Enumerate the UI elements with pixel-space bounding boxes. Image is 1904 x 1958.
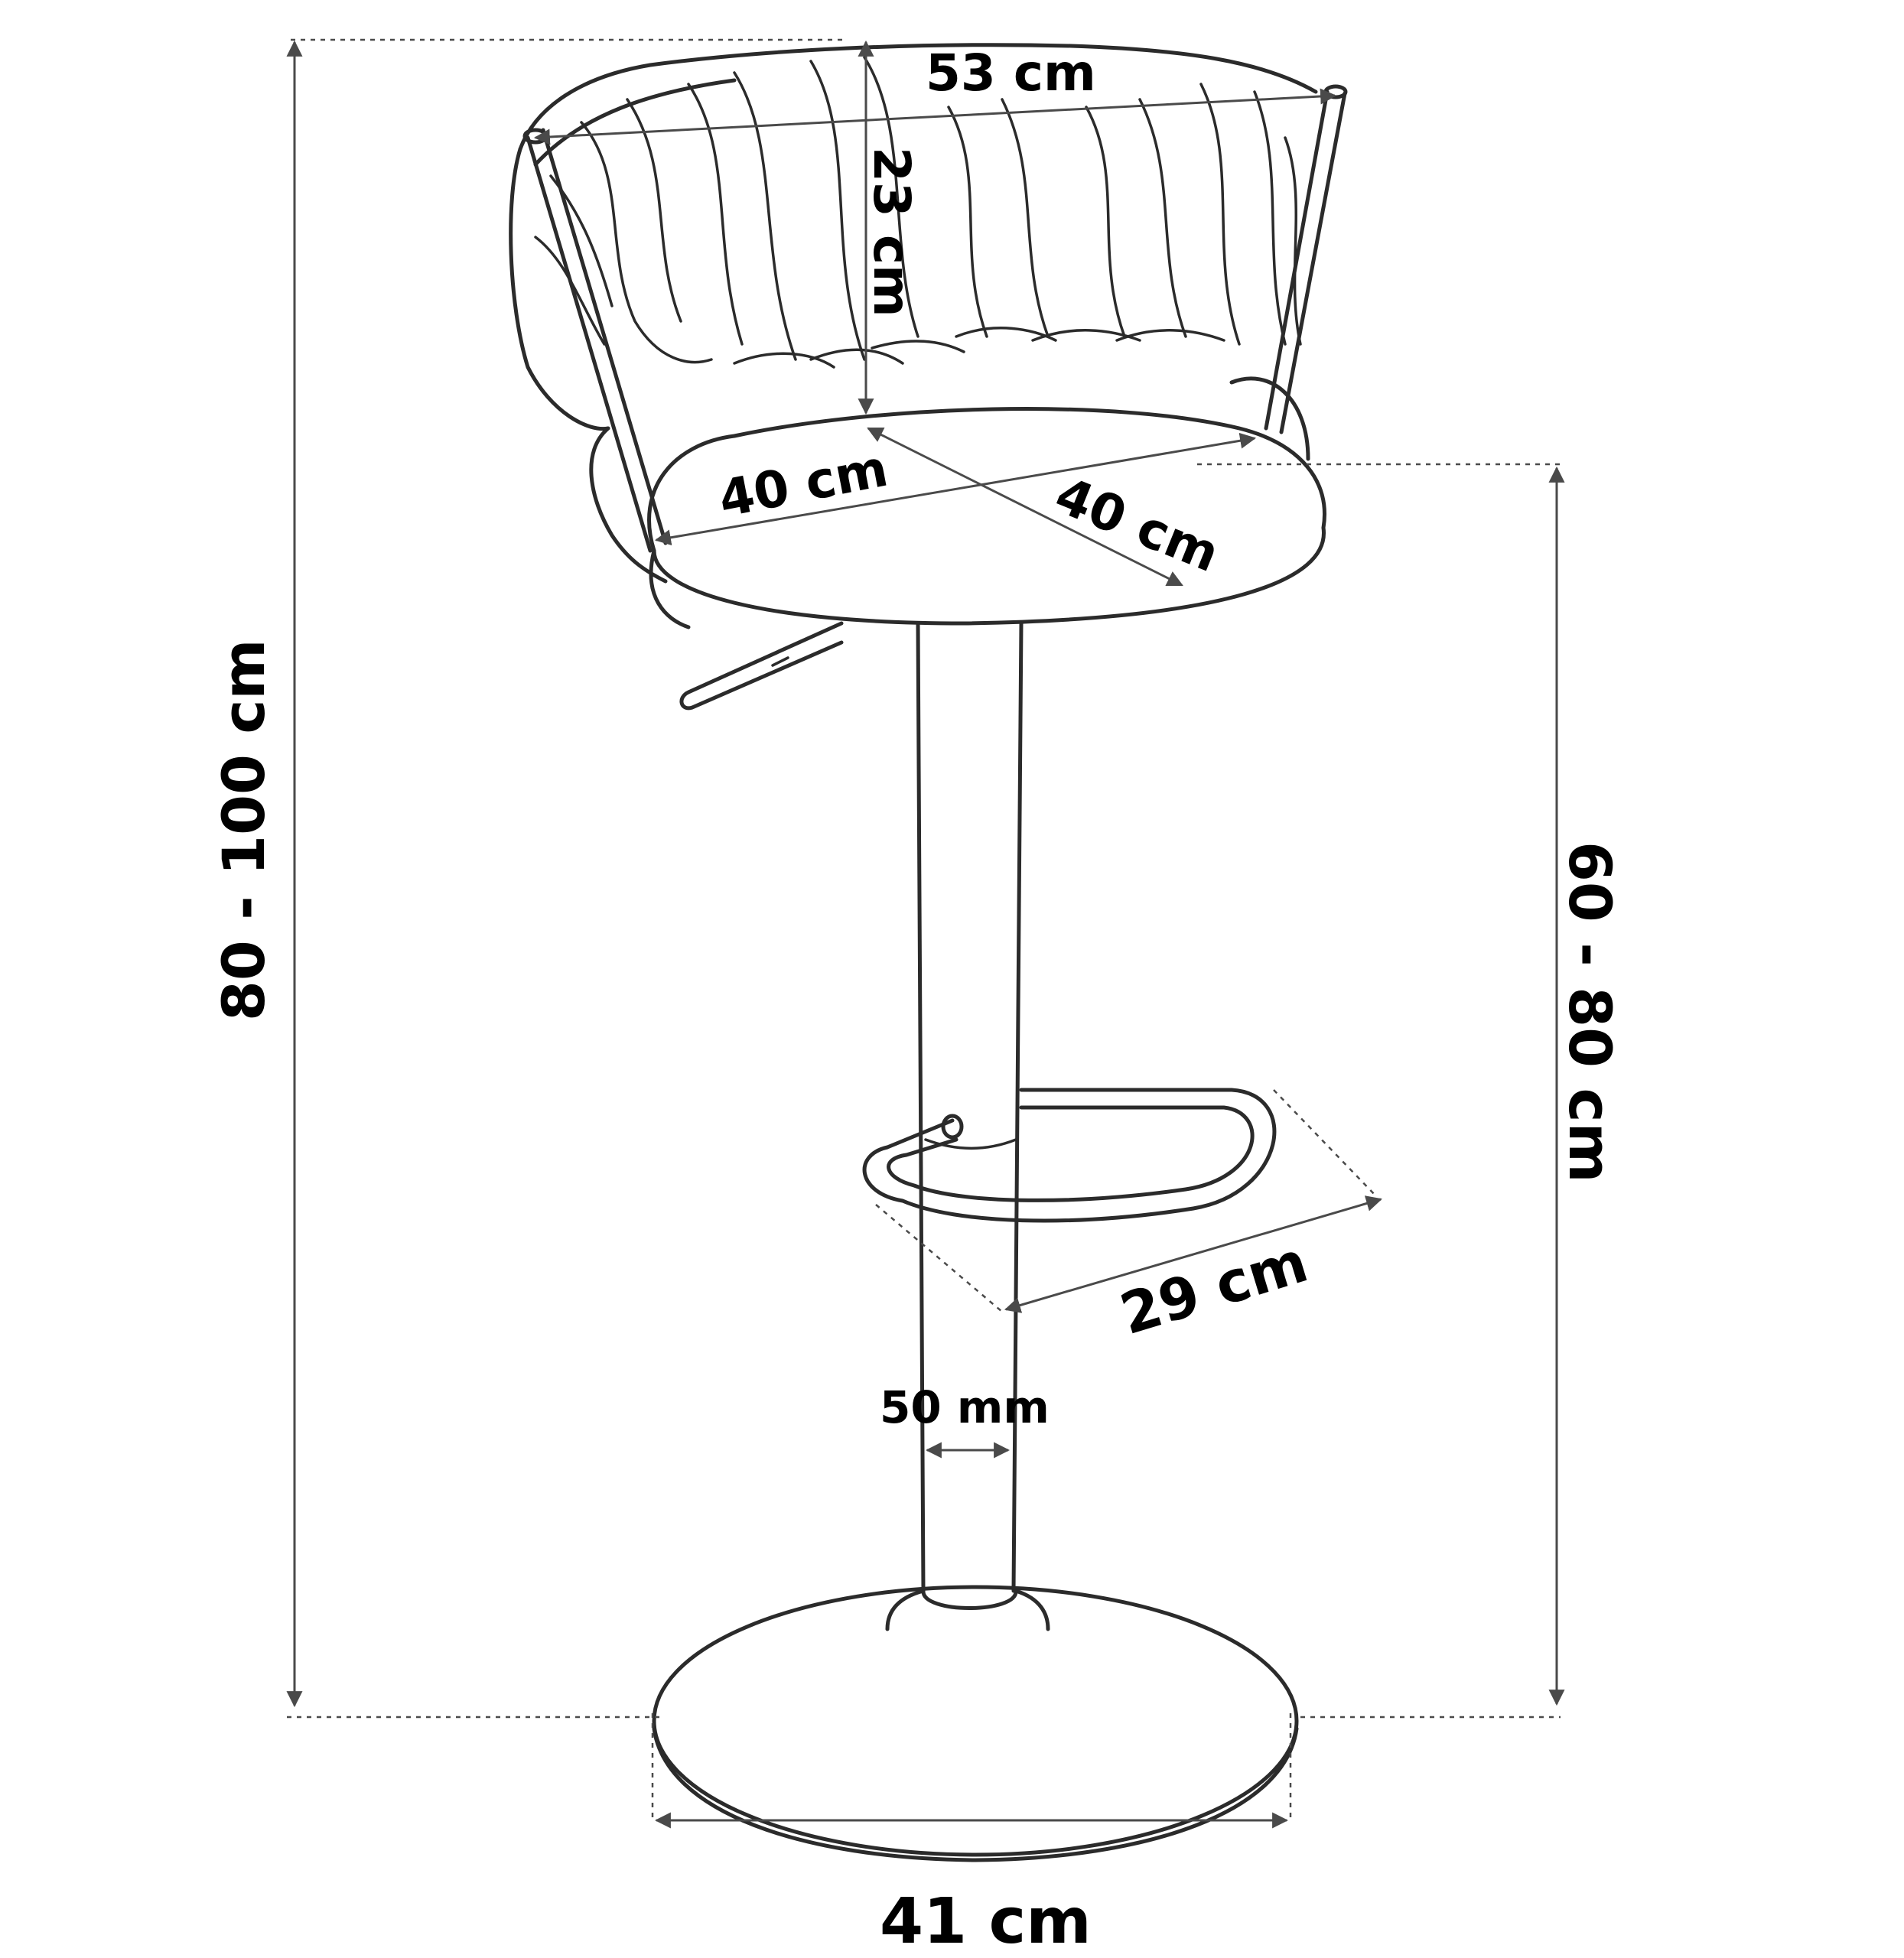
seat-height-label: 60 - 80 cm — [1556, 841, 1624, 1183]
stool-outline — [509, 43, 1348, 1862]
footrest-width-line — [1004, 1195, 1383, 1313]
backrest-width-line — [533, 88, 1337, 145]
column-diameter-label: 50 mm — [880, 1381, 1050, 1433]
seat-left-side — [649, 548, 691, 629]
left-back-rod-inner — [541, 128, 668, 545]
collar-right-arc — [1014, 1589, 1050, 1631]
total-height-label: 80 - 100 cm — [210, 639, 278, 1021]
collar-left-arc — [885, 1589, 926, 1631]
base-top — [652, 1585, 1299, 1857]
column-left — [916, 621, 926, 1593]
footrest-end-cap — [941, 1114, 964, 1140]
backrest-top-roll — [518, 43, 1318, 151]
seat-right-cushion — [1229, 376, 1310, 461]
seat-depth-label: 40 cm — [1047, 465, 1227, 584]
backrest-width-label: 53 cm — [926, 44, 1096, 102]
backrest-shell — [509, 147, 668, 584]
base-diameter-label: 41 cm — [880, 1885, 1092, 1958]
gas-lever — [679, 621, 844, 711]
right-back-rod — [1264, 89, 1330, 431]
right-back-rod-inner — [1279, 91, 1347, 434]
column-right — [1011, 621, 1024, 1593]
backrest-height-label: 23 cm — [862, 147, 921, 317]
seat-depth-line — [867, 427, 1183, 587]
backrest-inner-top — [533, 78, 737, 167]
column-collar — [921, 1589, 1018, 1610]
seat-front-edge — [652, 525, 1326, 626]
dimension-lines — [286, 38, 1565, 1829]
base-bottom — [652, 1726, 1299, 1862]
left-back-rod — [526, 135, 653, 553]
footrest-width-label: 29 cm — [1113, 1229, 1315, 1348]
column-upper-join — [924, 1138, 1017, 1150]
